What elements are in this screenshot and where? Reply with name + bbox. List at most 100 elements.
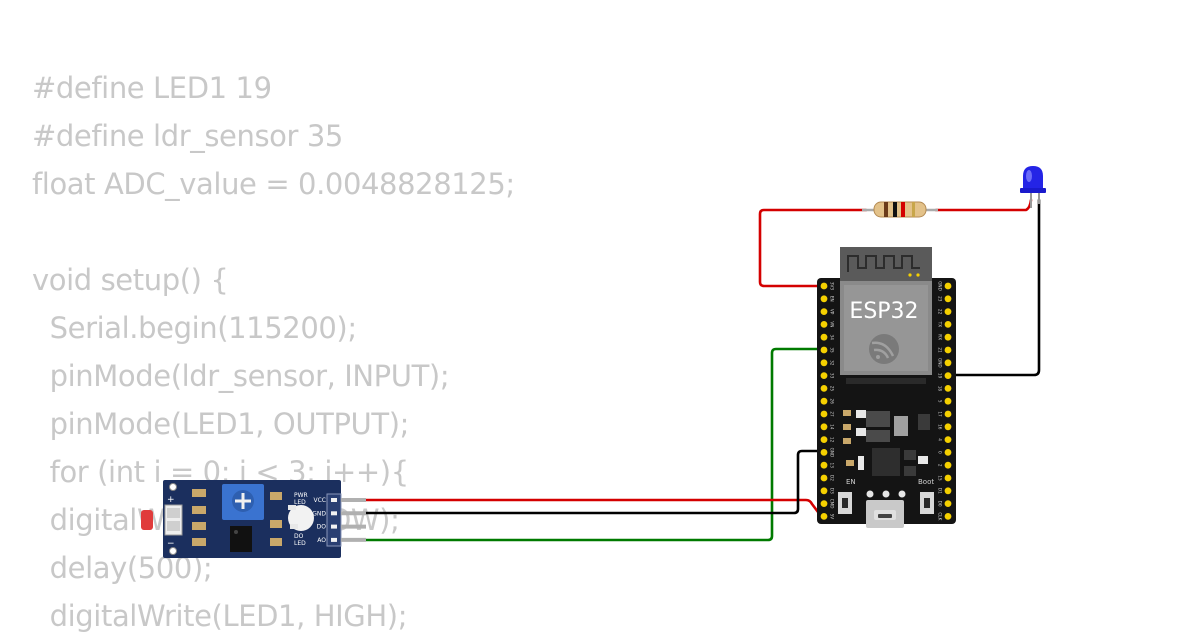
photoresistor-icon: [141, 510, 153, 530]
pin-label: GND: [937, 281, 942, 291]
code-line: #define LED1 19: [32, 71, 272, 105]
sensor-pin[interactable]: [331, 537, 337, 542]
pin-label: 18: [937, 386, 942, 392]
pin-pad[interactable]: [944, 436, 952, 443]
pin-label: 15: [937, 475, 942, 481]
sensor-pin-label: AO: [317, 537, 326, 544]
pin-label: 4: [937, 438, 942, 441]
pin-label: CLK: [937, 512, 942, 520]
pin-label: D1: [937, 488, 942, 494]
pin-pad[interactable]: [820, 397, 828, 405]
sensor-pin-label: GND: [312, 510, 326, 517]
pin-pad[interactable]: [820, 449, 828, 456]
pin-label: 12: [829, 437, 834, 443]
espressif-logo-icon: [869, 334, 899, 364]
pin-label: 33: [829, 373, 834, 379]
pin-pad[interactable]: [820, 436, 828, 443]
pin-pad[interactable]: [944, 321, 952, 328]
wire-led-to-gnd[interactable]: [946, 198, 1041, 377]
pin-pad[interactable]: [820, 500, 828, 507]
pin-label: 16: [937, 424, 942, 430]
wire-resistor-to-led[interactable]: [934, 198, 1033, 212]
pin-label: CMD: [829, 499, 834, 509]
minus-label: −: [167, 539, 175, 549]
wire-gnd-to-gnd[interactable]: [364, 449, 826, 515]
pin-pad[interactable]: [944, 397, 952, 405]
board-components: [843, 410, 930, 476]
pin-label: VP: [829, 309, 834, 315]
code-line: digitalWrite(LED1, HIGH);: [32, 599, 408, 633]
esp32-board[interactable]: ESP32 EN Boo: [817, 247, 956, 528]
pin-pad[interactable]: [944, 359, 952, 367]
pin-pad[interactable]: [944, 461, 952, 469]
pin-label: 17: [937, 411, 942, 417]
pin-label: 34: [829, 335, 834, 341]
pin-pad[interactable]: [820, 385, 828, 392]
pin-pad[interactable]: [820, 513, 828, 520]
pin-pad[interactable]: [944, 346, 952, 354]
pin-label: 23: [937, 296, 942, 302]
resistor[interactable]: [862, 201, 938, 218]
pin-pad[interactable]: [820, 423, 828, 431]
pin-pad[interactable]: [820, 372, 828, 379]
pin-pad[interactable]: [944, 449, 952, 456]
pin-pad[interactable]: [820, 282, 828, 290]
pin-label: 14: [829, 424, 834, 430]
sensor-pin-label: VCC: [314, 497, 326, 504]
pin-pad[interactable]: [944, 333, 952, 341]
pin-label: 13: [829, 463, 834, 469]
sensor-pin[interactable]: [331, 524, 337, 529]
pin-label: 35: [829, 347, 834, 353]
pin-pad[interactable]: [944, 513, 952, 520]
pin-pad[interactable]: [820, 487, 828, 495]
en-label: EN: [846, 478, 856, 486]
pin-pad[interactable]: [820, 333, 828, 341]
pin-label: 25: [829, 386, 834, 392]
wire-3v3-to-resistor[interactable]: [758, 208, 868, 288]
pin-pad[interactable]: [944, 308, 952, 315]
pin-pad[interactable]: [820, 308, 828, 315]
wire-ao-to-35[interactable]: [364, 347, 826, 542]
pin-label: D0: [937, 501, 942, 507]
module-pads: [846, 378, 926, 384]
pin-pad[interactable]: [820, 410, 828, 418]
pin-pad[interactable]: [944, 295, 952, 303]
pin-pad[interactable]: [820, 359, 828, 367]
pin-pad[interactable]: [820, 321, 828, 328]
pin-pad[interactable]: [944, 487, 952, 495]
pin-pad[interactable]: [944, 500, 952, 507]
pin-pad[interactable]: [944, 282, 952, 290]
pin-label: GND: [937, 358, 942, 368]
pin-pad[interactable]: [820, 474, 828, 482]
esp32-label: ESP32: [849, 299, 918, 324]
pin-label: 2: [937, 464, 942, 467]
led[interactable]: [1020, 166, 1046, 208]
pin-pad[interactable]: [820, 346, 828, 354]
code-line: #define ldr_sensor 35: [32, 119, 343, 153]
pin-pad[interactable]: [820, 295, 828, 303]
potentiometer[interactable]: [222, 484, 264, 520]
pin-label: D3: [829, 488, 834, 494]
boot-button[interactable]: [920, 492, 934, 514]
pin-pad[interactable]: [944, 410, 952, 418]
pin-pad[interactable]: [944, 372, 952, 379]
sensor-pin[interactable]: [331, 511, 337, 516]
en-button[interactable]: [838, 492, 852, 514]
pin-label: EN: [829, 296, 834, 302]
pin-pad[interactable]: [820, 461, 828, 469]
pin-label: VN: [829, 321, 834, 327]
code-line: Serial.begin(115200);: [32, 311, 357, 345]
pin-label: RX: [937, 334, 942, 340]
pin-pad[interactable]: [944, 385, 952, 392]
pin-label: 19: [937, 373, 942, 379]
pin-pad[interactable]: [944, 423, 952, 431]
pin-label: 3V3: [829, 282, 834, 291]
sensor-pin[interactable]: [331, 498, 337, 502]
usb-port[interactable]: [866, 490, 906, 529]
pin-pad[interactable]: [944, 474, 952, 482]
pin-label: 26: [829, 399, 834, 405]
